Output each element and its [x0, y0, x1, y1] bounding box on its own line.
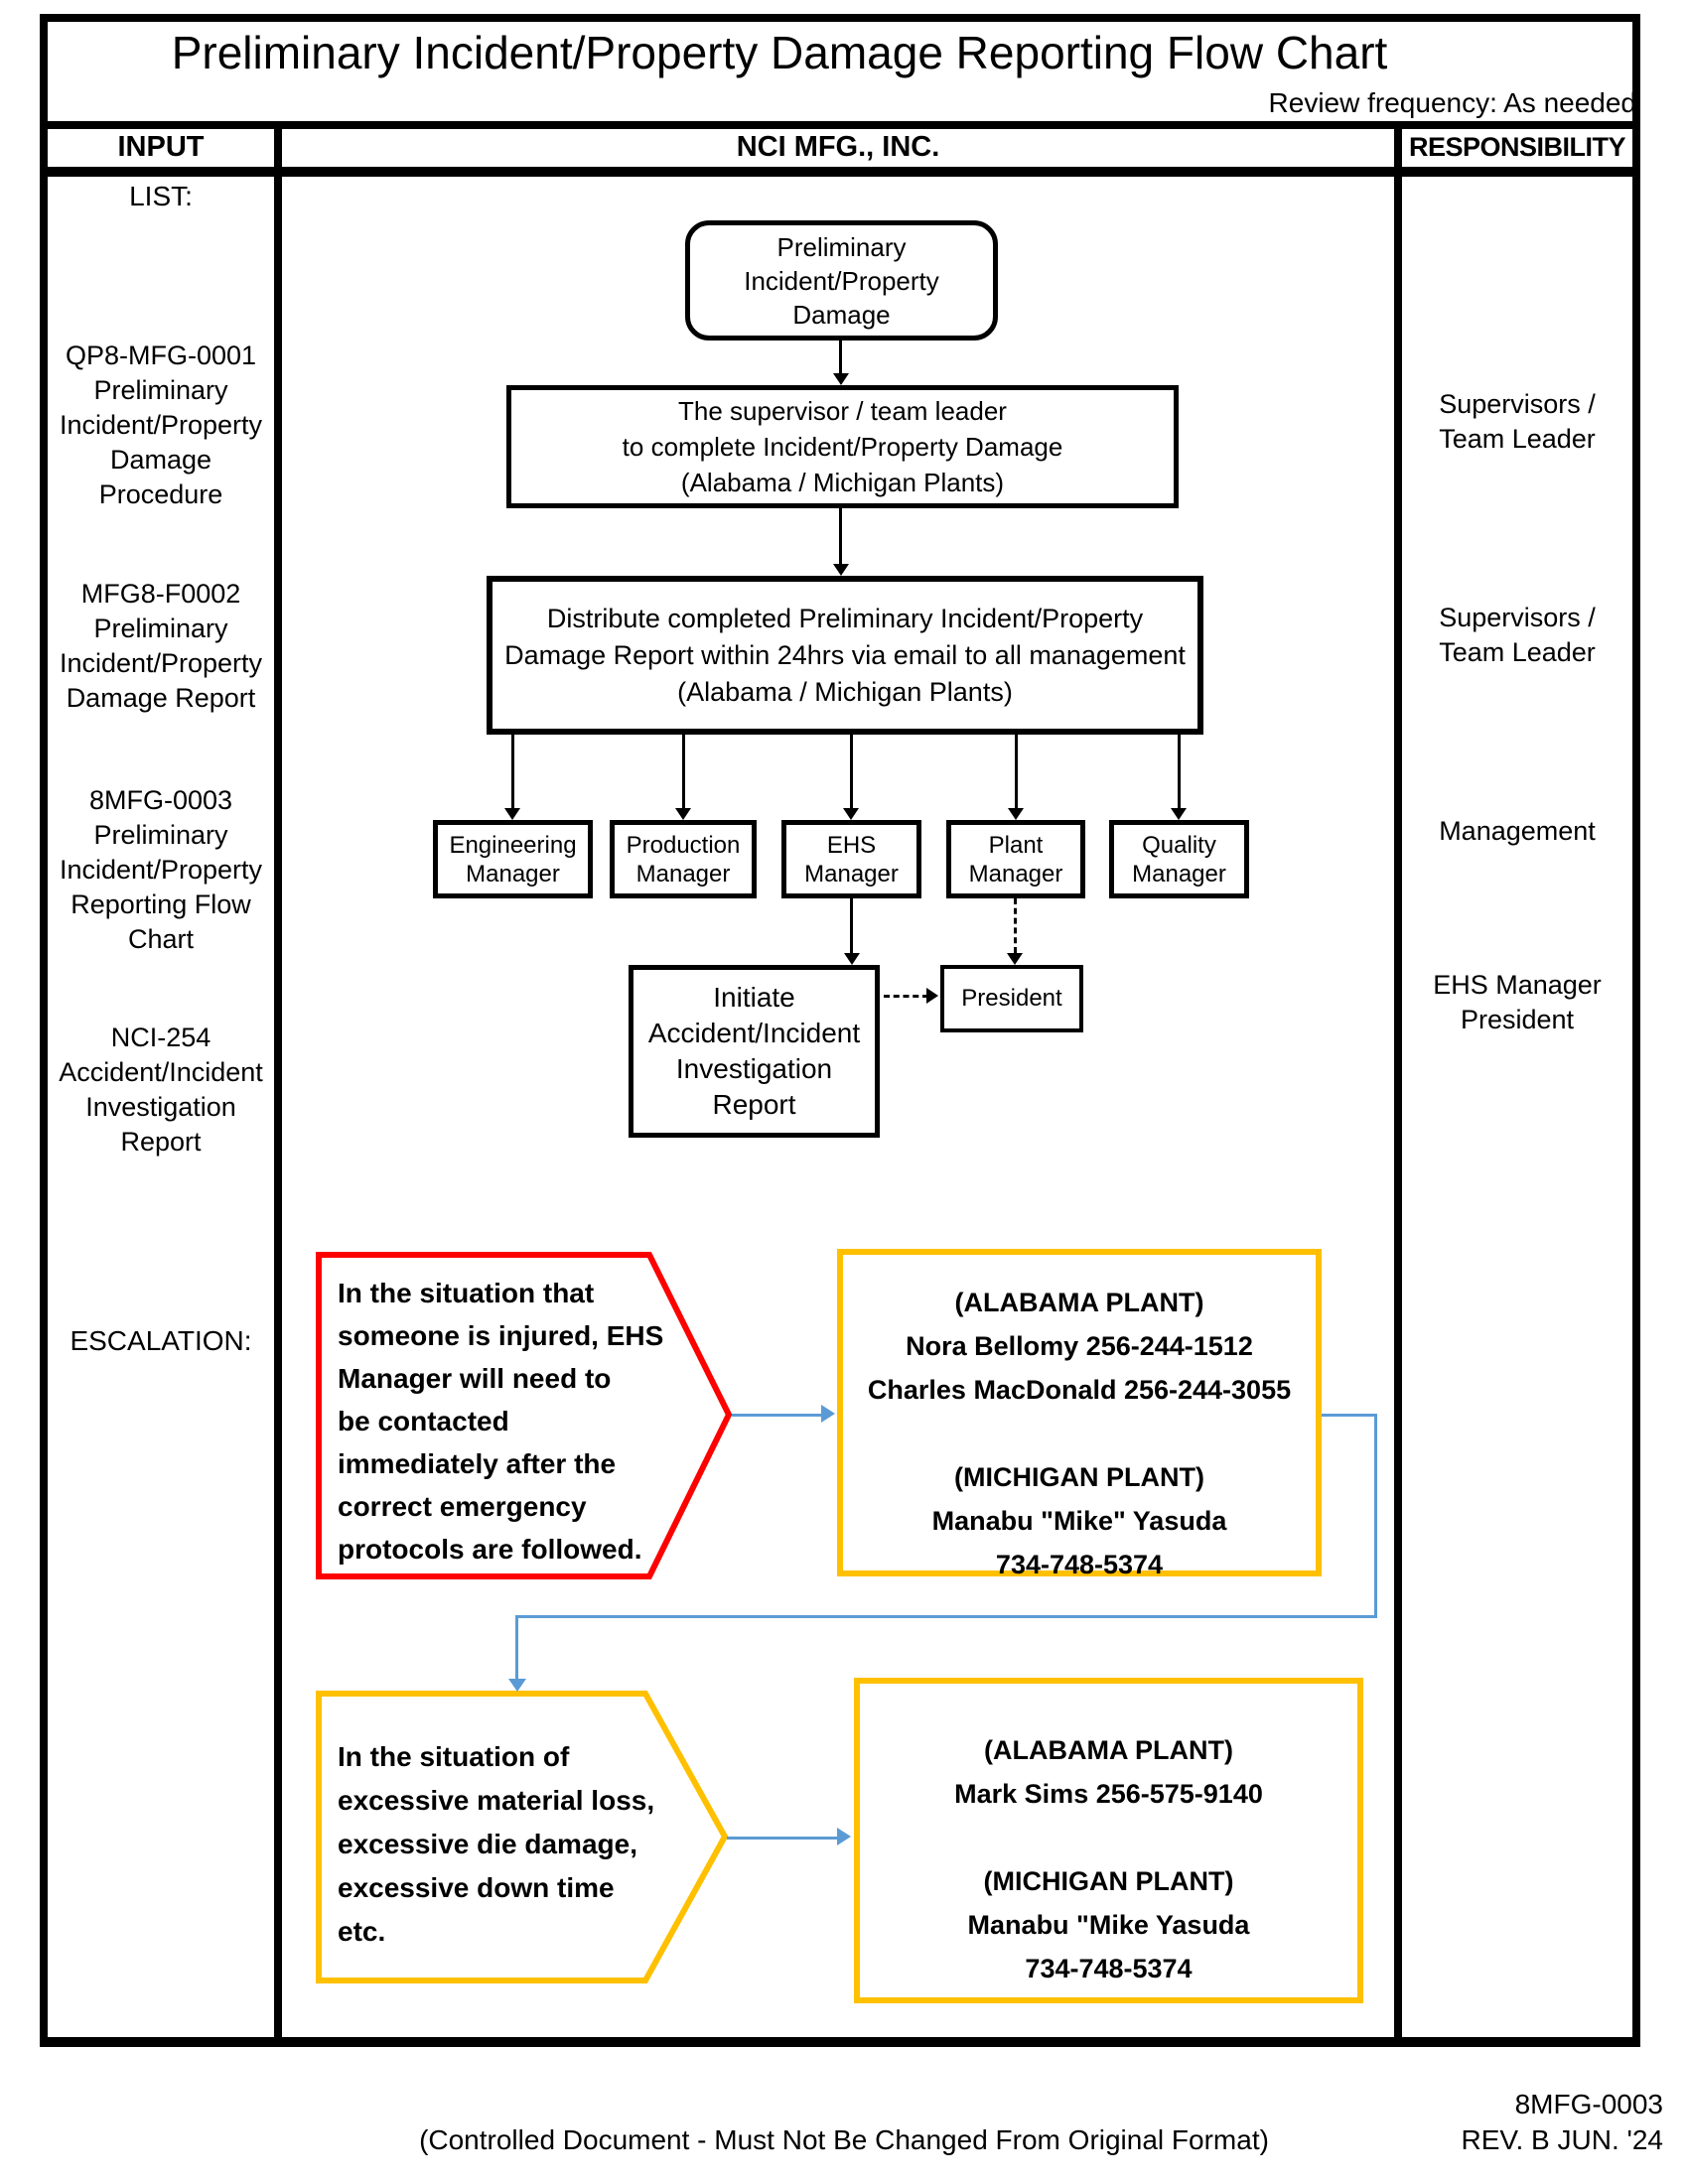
- header-bottom-rule: [40, 167, 1640, 177]
- flow-ehs-manager-node: EHS Manager: [781, 820, 921, 898]
- blue-line-contacts1-right: [1322, 1414, 1377, 1417]
- blue-arrowhead-injury-contacts-icon: [821, 1405, 835, 1423]
- arrowhead-ehs-to-initiate-icon: [844, 953, 860, 965]
- flow-start-node: Preliminary Incident/Property Damage: [685, 220, 998, 341]
- arrow-start-to-supervisor: [839, 341, 842, 375]
- loss-contacts-text: (ALABAMA PLANT) Mark Sims 256-575-9140 (…: [954, 1735, 1263, 1983]
- title-bottom-rule: [40, 121, 1640, 129]
- arrow-supervisor-to-distribute: [839, 508, 842, 566]
- flow-engineering-manager-node: Engineering Manager: [433, 820, 593, 898]
- arrowhead-start-to-supervisor-icon: [833, 373, 849, 385]
- arrow-to-plant: [1015, 735, 1018, 808]
- injury-callout-text: In the situation that someone is injured…: [338, 1278, 664, 1565]
- flow-distribute-node: Distribute completed Preliminary Inciden…: [487, 576, 1203, 735]
- flow-initiate-node: Initiate Accident/Incident Investigation…: [629, 965, 880, 1138]
- loss-callout-text: In the situation of excessive material l…: [338, 1741, 655, 1947]
- blue-arrowhead-loss-contacts-icon: [837, 1828, 851, 1845]
- arrowhead-to-plant-icon: [1008, 808, 1024, 820]
- outer-border-right: [1632, 14, 1640, 2047]
- arrowhead-initiate-to-president-icon: [926, 988, 938, 1004]
- blue-line-injury-to-contacts: [732, 1414, 823, 1417]
- loss-contacts-box: (ALABAMA PLANT) Mark Sims 256-575-9140 (…: [854, 1678, 1363, 2003]
- dashed-initiate-to-president: [884, 995, 928, 998]
- outer-border-bottom: [40, 2037, 1640, 2047]
- arrowhead-to-quality-icon: [1171, 808, 1187, 820]
- footer-revision: REV. B JUN. '24: [1461, 2124, 1663, 2155]
- blue-line-loss-to-contacts: [727, 1837, 839, 1840]
- header-company: NCI MFG., INC.: [736, 130, 940, 163]
- flow-production-manager-node: Production Manager: [610, 820, 757, 898]
- arrowhead-to-ehs-icon: [843, 808, 859, 820]
- arrow-to-production: [682, 735, 685, 808]
- responsibility-column-divider: [1394, 121, 1402, 2047]
- injury-contacts-box: (ALABAMA PLANT) Nora Bellomy 256-244-151…: [837, 1249, 1322, 1579]
- arrowhead-plant-to-president-icon: [1007, 953, 1023, 965]
- header-responsibility: RESPONSIBILITY: [1408, 131, 1626, 162]
- input-column-divider: [274, 121, 282, 2047]
- page-title: Preliminary Incident/Property Damage Rep…: [171, 27, 1388, 78]
- controlled-document-note: (Controlled Document - Must Not Be Chang…: [419, 2124, 1269, 2155]
- input-item-investigation-report: NCI-254 Accident/Incident Investigation …: [59, 1023, 263, 1157]
- input-item-damage-report: MFG8-F0002 Preliminary Incident/Property…: [59, 579, 263, 713]
- injury-contacts-text: (ALABAMA PLANT) Nora Bellomy 256-244-151…: [867, 1288, 1292, 1579]
- loss-callout-shape: [316, 1691, 729, 1983]
- flow-quality-manager-node: Quality Manager: [1109, 820, 1249, 898]
- arrow-to-engineering: [511, 735, 514, 808]
- escalation-label: ESCALATION:: [70, 1325, 252, 1356]
- responsibility-supervisors-1: Supervisors / Team Leader: [1439, 389, 1596, 454]
- flow-supervisor-node: The supervisor / team leader to complete…: [506, 385, 1179, 508]
- arrow-to-ehs: [850, 735, 853, 808]
- responsibility-management: Management: [1439, 816, 1596, 846]
- flow-plant-manager-node: Plant Manager: [946, 820, 1085, 898]
- input-item-flow-chart: 8MFG-0003 Preliminary Incident/Property …: [59, 785, 263, 954]
- arrowhead-to-production-icon: [675, 808, 691, 820]
- responsibility-ehs-president: EHS Manager President: [1433, 970, 1602, 1034]
- dashed-plant-to-president: [1014, 898, 1017, 953]
- arrowhead-supervisor-to-distribute-icon: [833, 564, 849, 576]
- responsibility-supervisors-2: Supervisors / Team Leader: [1439, 603, 1596, 667]
- blue-line-return-left: [515, 1615, 1377, 1618]
- list-label: LIST:: [129, 181, 193, 211]
- arrow-ehs-to-initiate: [850, 898, 853, 953]
- blue-line-contacts1-down: [1374, 1414, 1377, 1618]
- injury-callout-shape: [316, 1252, 733, 1579]
- blue-arrowhead-loss-callout-icon: [508, 1679, 526, 1692]
- outer-border-left: [40, 14, 48, 2047]
- outer-border-top: [40, 14, 1640, 22]
- arrow-to-quality: [1178, 735, 1181, 808]
- header-input: INPUT: [117, 130, 205, 163]
- footer-doc-number: 8MFG-0003: [1514, 2089, 1663, 2119]
- blue-line-into-loss-callout: [515, 1615, 518, 1681]
- input-item-procedure: QP8-MFG-0001 Preliminary Incident/Proper…: [59, 341, 263, 509]
- flow-president-node: President: [940, 965, 1083, 1032]
- arrowhead-to-engineering-icon: [504, 808, 520, 820]
- review-frequency-note: Review frequency: As needed: [1268, 87, 1636, 118]
